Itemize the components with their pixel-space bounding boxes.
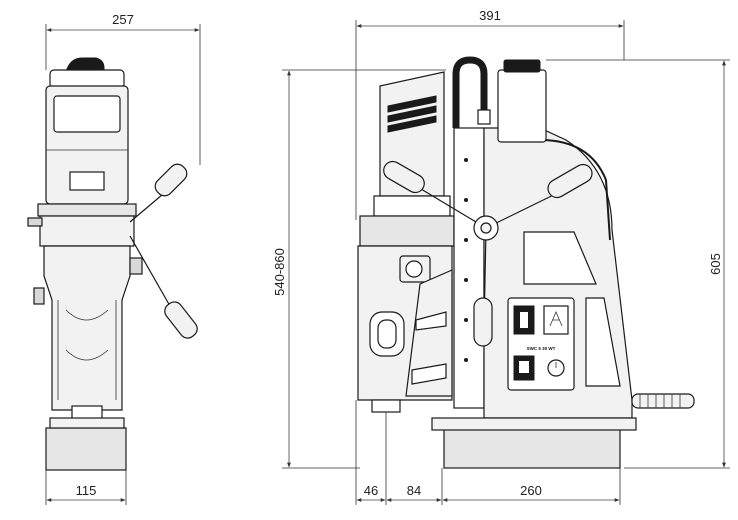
front-left-knob [27,217,43,227]
front-width-label: 257 [112,12,134,27]
dim-front-width: 257 [45,12,201,165]
dim-side-bottom: 46 84 260 [355,400,621,505]
side-frame-window-upper [523,231,597,285]
front-motor-panel [53,95,121,133]
offset-b-label: 84 [407,483,421,498]
height-total-label: 605 [708,253,723,275]
side-slide-rail [453,127,485,409]
front-label-plate [69,171,105,191]
front-motor-top [49,69,125,89]
front-feed-handle [129,163,198,339]
front-column [43,245,131,411]
dim-height-range: 540-860 [272,69,446,469]
base-length-label: 260 [520,483,542,498]
side-gear-housing [359,215,455,247]
dim-height-total: 605 [546,59,730,469]
front-base-label: 115 [76,483,97,498]
side-coolant-tank [497,69,547,143]
side-rotary-knob [405,260,423,278]
side-tank-cap [503,59,541,73]
front-motor-cap [65,57,105,73]
side-feed-handles [383,160,593,347]
side-motor-vents [387,95,437,133]
front-collar [37,203,137,217]
front-magnet-base [45,427,127,471]
front-view: 257 115 [27,12,201,505]
panel-model-label: SWC 5 30 WT [527,346,556,351]
side-cable-loop [452,56,488,128]
offset-a-label: 46 [364,483,378,498]
side-frame-window-lower [585,297,621,387]
side-power-cable [631,393,695,409]
side-spindle [371,399,401,413]
dim-side-width: 391 [355,8,625,220]
side-magnet-base [443,427,621,469]
side-carry-handle [539,139,611,241]
front-gearbox [39,215,135,247]
front-side-knob [129,257,143,275]
height-range-label: 540-860 [272,248,287,296]
dim-front-base: 115 [45,470,127,505]
side-width-label: 391 [479,8,501,23]
side-view: 391 540-860 605 [272,8,730,505]
front-left-nub [33,287,45,305]
